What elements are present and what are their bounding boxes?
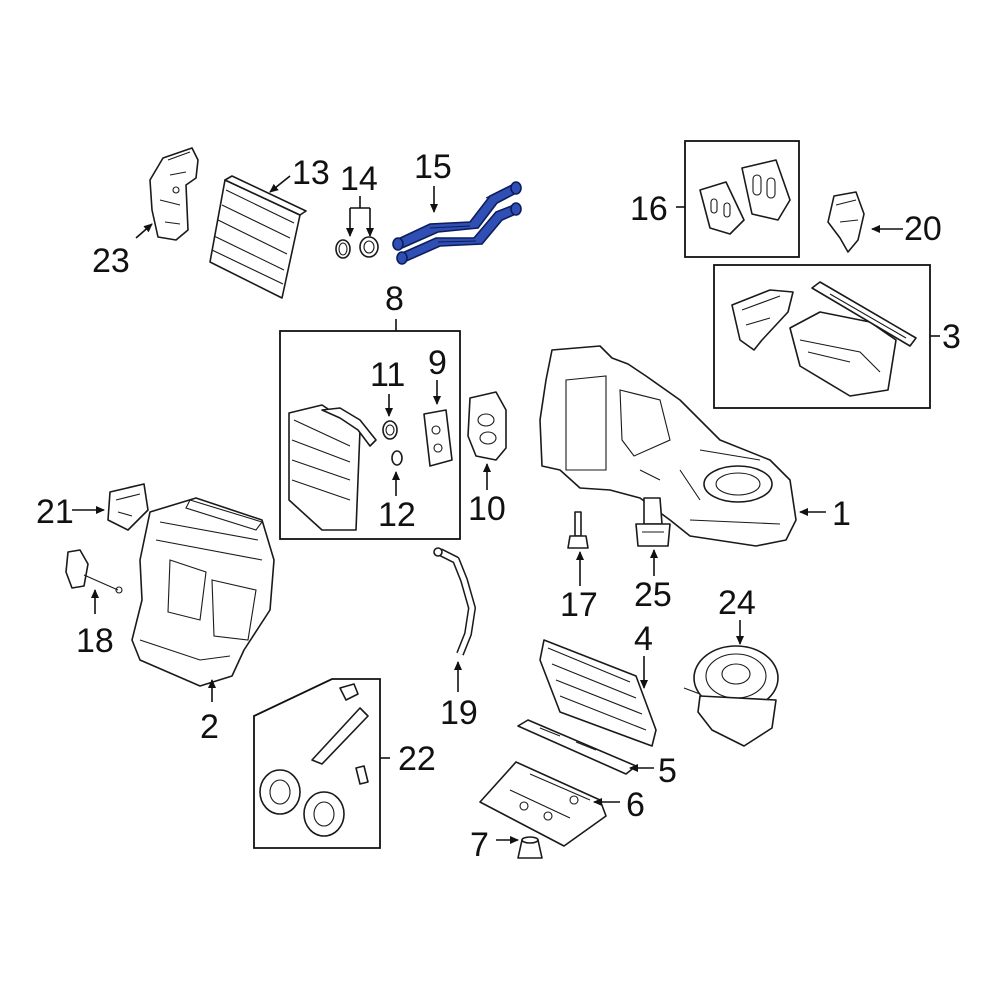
part-23-trim-panel[interactable] xyxy=(149,147,199,241)
part-3-case-section[interactable] xyxy=(731,281,917,397)
callout-6: 6 xyxy=(626,786,645,824)
leader-lines xyxy=(72,175,940,844)
callout-4: 4 xyxy=(634,620,653,658)
part-24-blower-motor[interactable] xyxy=(683,645,779,747)
part-20-sensor[interactable] xyxy=(827,191,865,253)
callout-9: 9 xyxy=(428,344,447,382)
part-11-o-ring[interactable] xyxy=(382,420,398,440)
callout-25: 25 xyxy=(634,576,672,614)
callout-20: 20 xyxy=(904,210,942,248)
callout-labels: 1 2 3 4 5 6 7 8 9 10 11 12 13 14 15 16 1… xyxy=(36,148,961,864)
part-22-actuator-kit[interactable] xyxy=(259,683,369,837)
callout-18: 18 xyxy=(76,622,114,660)
callout-19: 19 xyxy=(440,694,478,732)
part-12-o-ring[interactable] xyxy=(391,450,403,466)
callout-3: 3 xyxy=(942,318,961,356)
part-14-o-rings[interactable] xyxy=(335,236,379,259)
part-10-valve-cover[interactable] xyxy=(467,391,507,461)
callout-1: 1 xyxy=(832,495,851,533)
part-8-evaporator[interactable] xyxy=(288,404,377,531)
callout-2: 2 xyxy=(200,708,219,746)
group-box-16 xyxy=(684,140,800,258)
part-17-bolt[interactable] xyxy=(567,511,589,549)
callout-8: 8 xyxy=(385,280,404,318)
callout-21: 21 xyxy=(36,493,74,531)
part-7-grommet[interactable] xyxy=(517,836,543,859)
callout-17: 17 xyxy=(560,586,598,624)
part-9-expansion-valve[interactable] xyxy=(423,409,453,467)
callout-12: 12 xyxy=(378,496,416,534)
callout-24: 24 xyxy=(718,584,756,622)
group-box-8 xyxy=(279,330,461,540)
part-1-main-case[interactable] xyxy=(539,345,797,547)
part-19-hose[interactable] xyxy=(433,547,476,656)
callout-14: 14 xyxy=(340,160,378,198)
callout-23: 23 xyxy=(92,242,130,280)
callout-22: 22 xyxy=(398,740,436,778)
callout-7: 7 xyxy=(470,826,489,864)
callout-15: 15 xyxy=(414,148,452,186)
callout-13: 13 xyxy=(292,154,330,192)
part-16-seals[interactable] xyxy=(699,159,791,235)
part-6-bracket[interactable] xyxy=(479,761,607,847)
part-4-cabin-filter[interactable] xyxy=(539,639,657,747)
group-box-22 xyxy=(253,678,381,849)
callout-5: 5 xyxy=(658,752,677,790)
callout-10: 10 xyxy=(468,490,506,528)
part-15-refrigerant-pipes[interactable] xyxy=(392,181,522,265)
part-18-sensor[interactable] xyxy=(65,549,123,594)
callout-16: 16 xyxy=(630,190,668,228)
part-21-actuator[interactable] xyxy=(107,483,149,531)
part-13-filter-core[interactable] xyxy=(209,175,307,299)
callout-11: 11 xyxy=(370,356,405,394)
part-25-resistor[interactable] xyxy=(635,497,671,547)
part-2-housing[interactable] xyxy=(131,497,275,687)
